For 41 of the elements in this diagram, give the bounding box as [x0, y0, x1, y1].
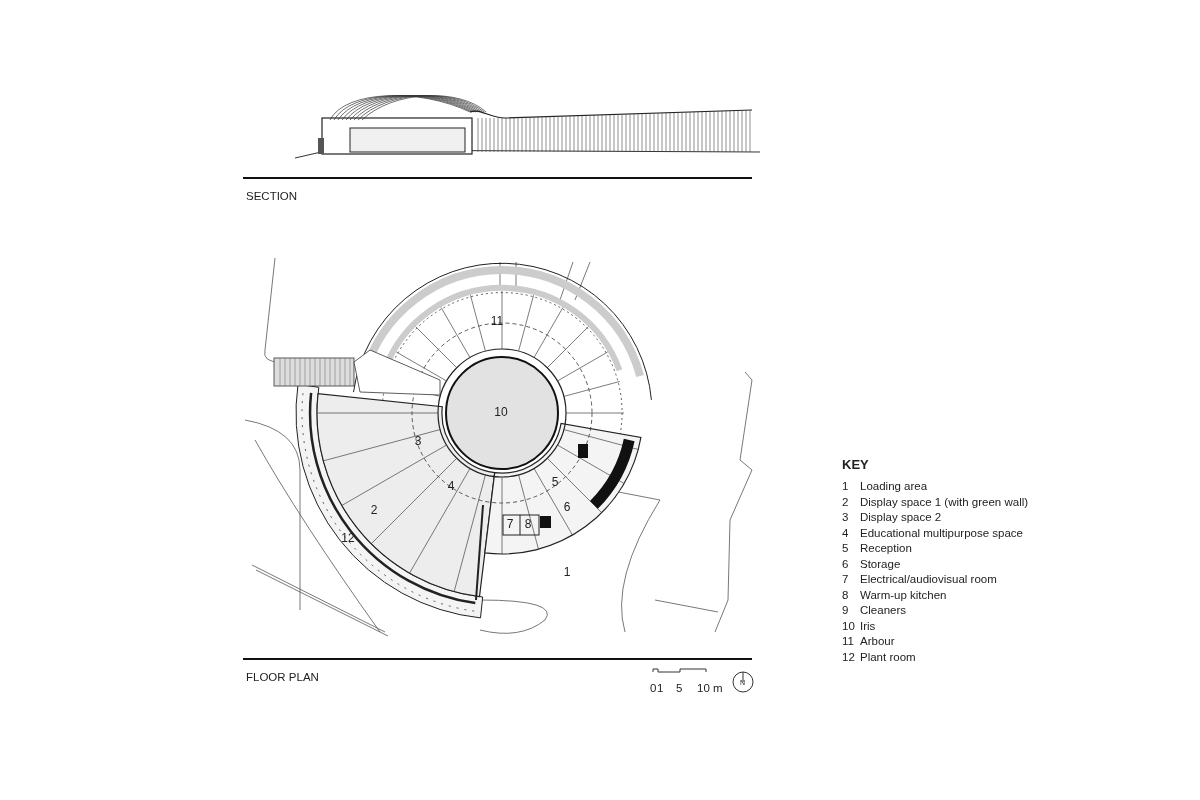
room-number: 1 — [563, 565, 571, 579]
key-text: Educational multipurpose space — [860, 526, 1024, 540]
key-text: Electrical/audiovisual room — [860, 573, 997, 586]
key-number: 3 — [842, 511, 849, 524]
key-text: Warm-up kitchen — [860, 588, 947, 602]
scale-label: 10 m — [697, 682, 723, 695]
key-number: 7 — [842, 573, 849, 586]
room-number: 4 — [447, 479, 455, 493]
room-number: 10 — [494, 405, 508, 419]
room-number: 5 — [551, 475, 559, 489]
key-number: 1 — [842, 480, 849, 493]
key-number: 8 — [842, 588, 849, 602]
plan-title: FLOOR PLAN — [246, 671, 319, 684]
key-number: 10 — [842, 619, 855, 633]
room-number: 6 — [563, 500, 571, 514]
key-number: 2 — [842, 495, 849, 509]
key-heading: KEY — [842, 458, 869, 471]
room-number: 3 — [414, 434, 422, 448]
scale-label: 0 — [650, 682, 657, 695]
key-text: Arbour — [860, 635, 895, 648]
key-number: 6 — [842, 557, 849, 571]
room-number: 8 — [524, 517, 532, 531]
room-number: 2 — [370, 503, 378, 517]
key-number: 5 — [842, 542, 849, 555]
key-number: 11 — [842, 635, 854, 648]
key-text: Display space 1 (with green wall) — [860, 495, 1029, 509]
scale-label: 5 — [676, 682, 683, 695]
key-text: Display space 2 — [860, 511, 942, 524]
key-text: Cleaners — [860, 604, 907, 617]
key-text: Reception — [860, 542, 912, 555]
key-number: 12 — [842, 650, 855, 664]
key-text: Storage — [860, 557, 901, 571]
key-number: 9 — [842, 604, 849, 617]
key-text: Loading area — [860, 480, 928, 493]
room-number: 11 — [490, 314, 504, 328]
key-number: 4 — [842, 526, 849, 540]
key-text: Iris — [860, 619, 876, 633]
key-text: Plant room — [860, 650, 916, 664]
scale-label: 1 — [657, 682, 664, 695]
room-number: 7 — [506, 517, 514, 531]
section-title: SECTION — [246, 190, 298, 203]
